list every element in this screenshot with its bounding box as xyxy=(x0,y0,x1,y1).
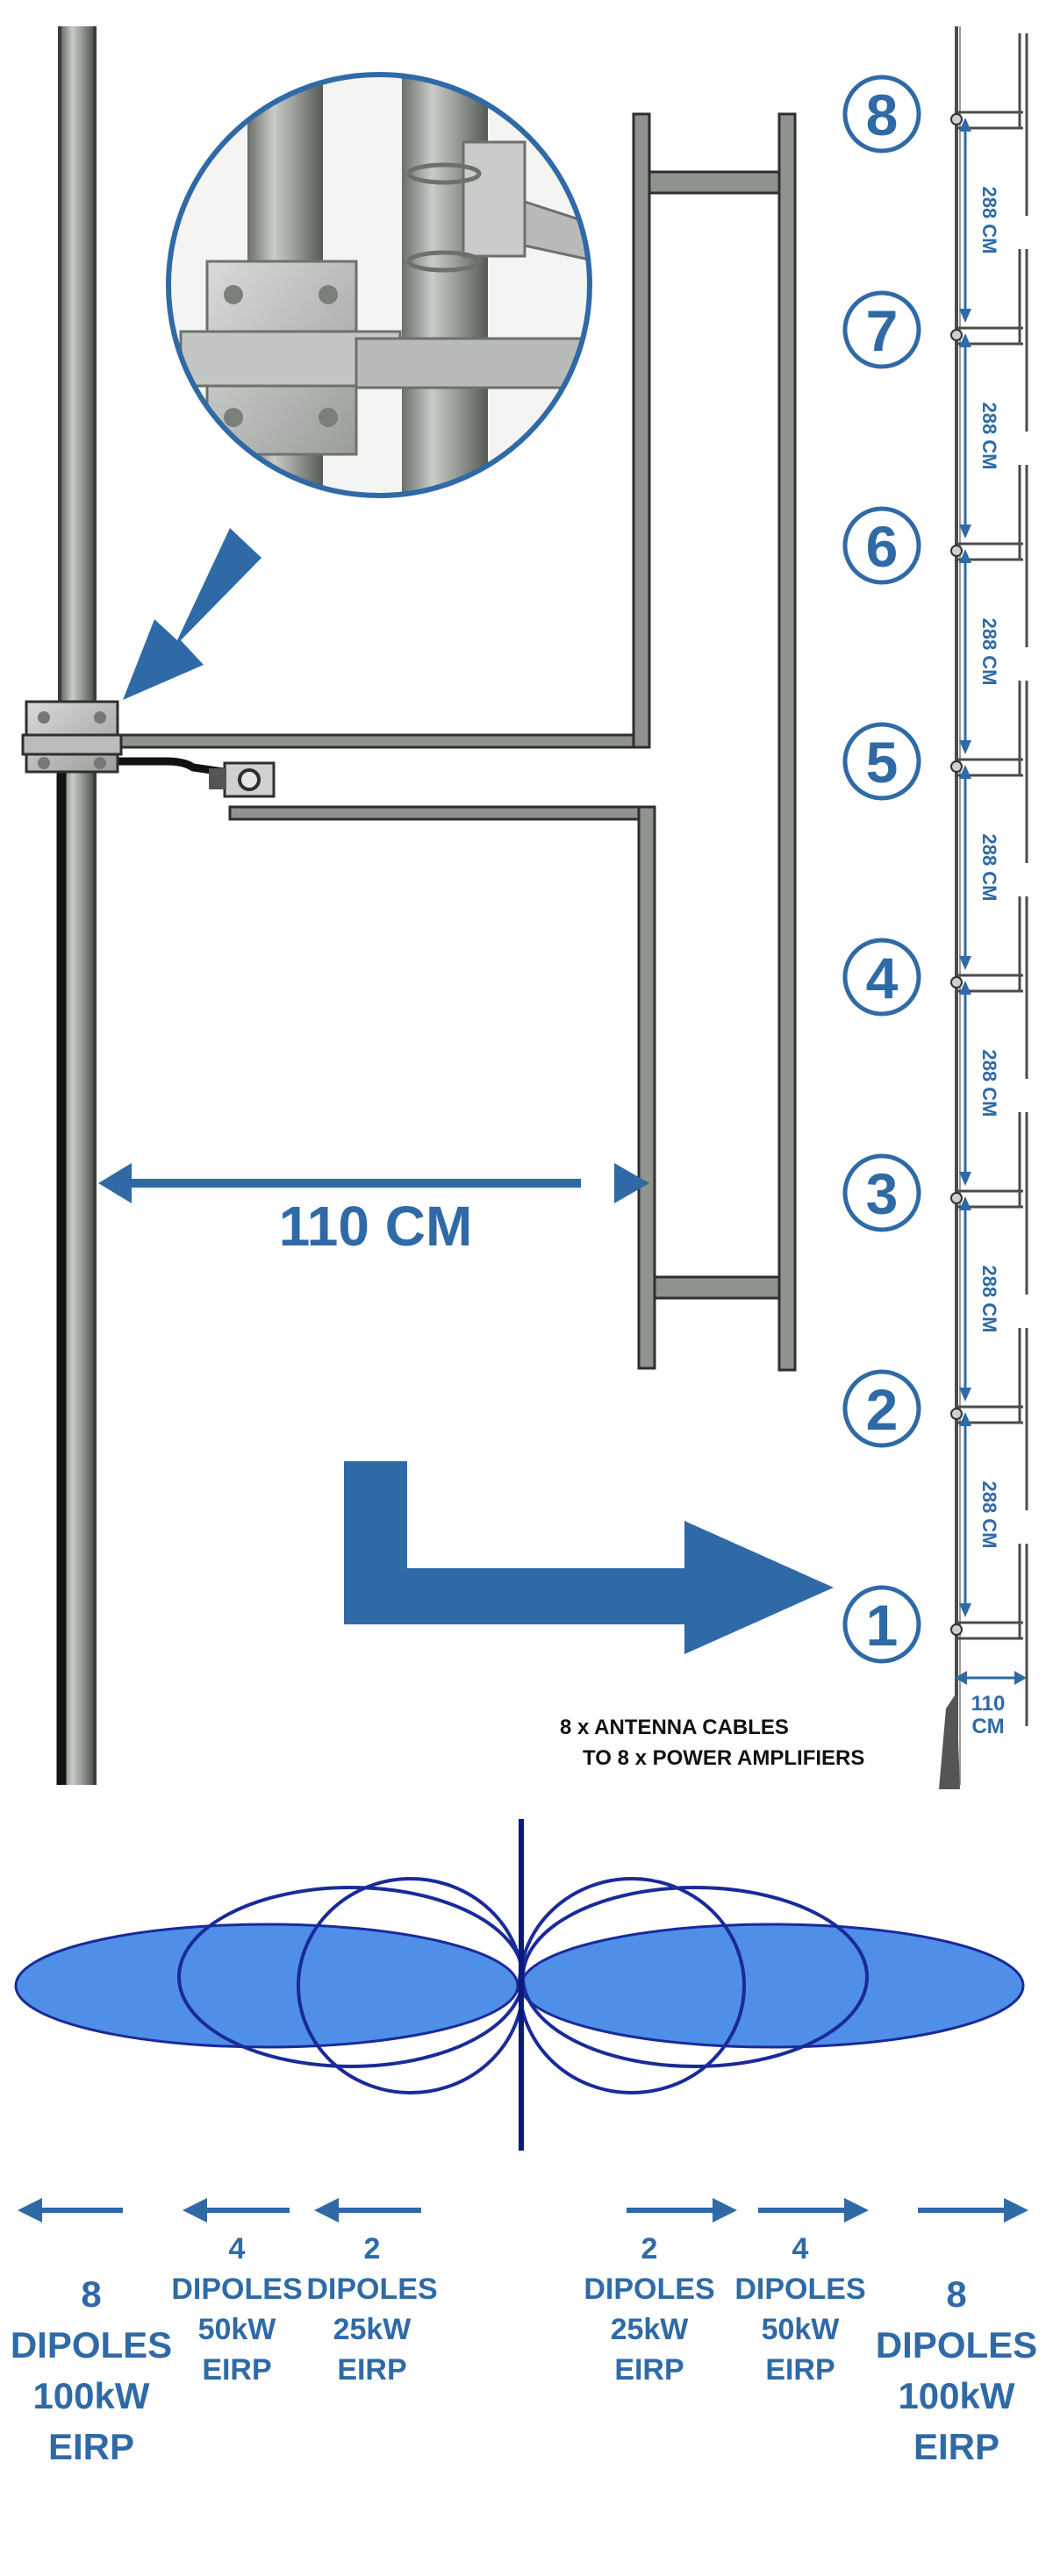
inset-pointer-arrow xyxy=(123,528,261,700)
array-dipole xyxy=(950,465,1028,647)
dipole-number: 8 xyxy=(866,82,899,147)
pattern-label-line: EIRP xyxy=(614,2353,684,2387)
pattern-label-line: 100kW xyxy=(32,2375,149,2416)
dipole-spacing: 288 CM xyxy=(959,1412,1000,1617)
dipole-number: 2 xyxy=(866,1377,899,1442)
pattern-label-line: EIRP xyxy=(913,2426,999,2467)
cables-note-line2: TO 8 x POWER AMPLIFIERS xyxy=(583,1746,864,1770)
pattern-label-line: 8 xyxy=(946,2273,966,2315)
dipole-spacing-label: 288 CM xyxy=(978,1265,1000,1332)
pattern-label-line: 2 xyxy=(641,2232,658,2266)
dipole-array xyxy=(955,26,961,1785)
dipole-spacing: 288 CM xyxy=(959,118,1000,323)
pointer-arrow-to-array xyxy=(344,1461,834,1654)
pattern-label-line: 25kW xyxy=(333,2313,412,2346)
pattern-label-line: EIRP xyxy=(202,2353,271,2387)
pattern-label-line: 8 xyxy=(81,2273,101,2315)
pattern-label-line: 100kW xyxy=(898,2375,1014,2416)
pattern-label-line: 25kW xyxy=(611,2313,690,2346)
dipole-number-badge: 3 xyxy=(842,1153,921,1232)
pattern-label-line: DIPOLES xyxy=(584,2273,714,2306)
pattern-label-list: 8DIPOLES100kWEIRP4DIPOLES50kWEIRP2DIPOLE… xyxy=(11,2232,1037,2467)
array-dipole xyxy=(950,1544,1028,1726)
mounting-clamp-photo-icon xyxy=(166,72,592,498)
dipole-number: 5 xyxy=(866,730,899,795)
element-width-dimension xyxy=(98,1163,649,1203)
array-width-label-unit: CM xyxy=(971,1715,1004,1738)
array-dipole xyxy=(950,1112,1028,1295)
dipole-number: 6 xyxy=(866,514,899,579)
pattern-label-line: 2 xyxy=(364,2232,381,2266)
pattern-label-line: 50kW xyxy=(198,2313,277,2346)
dipole-number-badge: 6 xyxy=(842,506,921,585)
dipole-number-badge: 5 xyxy=(842,722,921,801)
pattern-label-line: 4 xyxy=(792,2232,809,2266)
dipole-spacing-label: 288 CM xyxy=(978,833,1000,901)
pattern-label-line: 50kW xyxy=(762,2313,841,2346)
array-width-dimension xyxy=(955,1671,1027,1685)
dipole-number: 4 xyxy=(866,945,899,1010)
pattern-arrows xyxy=(18,2198,1028,2223)
mast-clamp xyxy=(21,700,123,774)
cables-note-line1: 8 x ANTENNA CABLES xyxy=(560,1716,789,1739)
pattern-label-line: EIRP xyxy=(765,2353,835,2387)
pattern-label-line: 4 xyxy=(229,2232,246,2266)
dipole-number-badge: 8 xyxy=(842,75,921,153)
element-width-label: 110 CM xyxy=(279,1195,473,1258)
dipole-element xyxy=(95,112,797,1372)
dipole-number: 3 xyxy=(866,1161,899,1226)
dipole-spacing-list: 288 CM 288 CM 288 CM 288 CM 288 CM 288 CM 288 … xyxy=(959,118,1000,1617)
dipole-number: 7 xyxy=(866,298,899,363)
array-dipole xyxy=(950,681,1028,863)
pattern-label-line: DIPOLES xyxy=(734,2273,865,2306)
pattern-label-line: DIPOLES xyxy=(876,2324,1037,2365)
pattern-label-line: DIPOLES xyxy=(11,2324,172,2365)
dipole-spacing: 288 CM xyxy=(959,765,1000,970)
array-width-label-value: 110 xyxy=(971,1692,1006,1716)
dipole-spacing-label: 288 CM xyxy=(978,1481,1000,1548)
dipole-spacing: 288 CM xyxy=(959,333,1000,539)
pattern-label-line: EIRP xyxy=(48,2426,134,2467)
dipole-number-badge: 2 xyxy=(842,1369,921,1448)
array-base xyxy=(939,1693,960,1789)
radiation-pattern xyxy=(14,1819,1025,2151)
dipole-spacing-label: 288 CM xyxy=(978,617,1000,685)
dipole-spacing: 288 CM xyxy=(959,1196,1000,1402)
dipole-number: 1 xyxy=(866,1593,899,1658)
dipole-spacing-label: 288 CM xyxy=(978,402,1000,469)
dipole-number-list: 8 7 6 5 4 3 2 1 xyxy=(842,75,921,1664)
dipole-number-badge: 1 xyxy=(842,1585,921,1664)
dipole-number-badge: 7 xyxy=(842,290,921,369)
dipole-spacing-label: 288 CM xyxy=(978,1049,1000,1117)
dipole-spacing: 288 CM xyxy=(959,981,1000,1186)
pattern-label-line: DIPOLES xyxy=(171,2273,302,2306)
dipole-spacing-label: 288 CM xyxy=(978,186,1000,253)
dipole-number-badge: 4 xyxy=(842,938,921,1017)
dipole-spacing: 288 CM xyxy=(959,549,1000,754)
pattern-label-line: DIPOLES xyxy=(306,2273,437,2306)
pattern-label-line: EIRP xyxy=(337,2353,406,2387)
array-dipole xyxy=(950,33,1028,216)
